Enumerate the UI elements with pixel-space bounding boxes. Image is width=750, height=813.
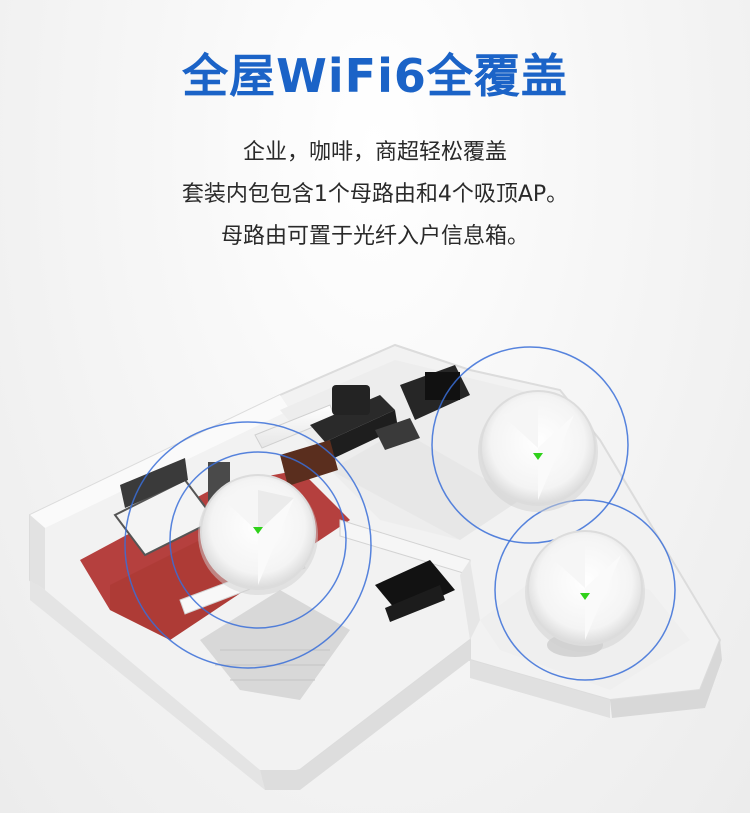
description-text: 企业，咖啡，商超轻松覆盖 套装内包包含1个母路由和4个吸顶AP。 母路由可置于光… bbox=[0, 132, 750, 258]
ceiling-ap-icon bbox=[478, 390, 598, 512]
ceiling-ap-icon bbox=[525, 530, 645, 652]
description-line-2: 套装内包包含1个母路由和4个吸顶AP。 bbox=[181, 182, 569, 207]
access-point-group-1 bbox=[124, 421, 372, 669]
access-point-group-2 bbox=[431, 346, 629, 544]
description-line-1: 企业，咖啡，商超轻松覆盖 bbox=[242, 140, 507, 165]
access-point-group-3 bbox=[494, 499, 676, 681]
description-line-3: 母路由可置于光纤入户信息箱。 bbox=[220, 224, 529, 249]
ceiling-ap-icon bbox=[198, 474, 318, 595]
page-title: 全屋WiFi6全覆盖 bbox=[182, 49, 568, 103]
